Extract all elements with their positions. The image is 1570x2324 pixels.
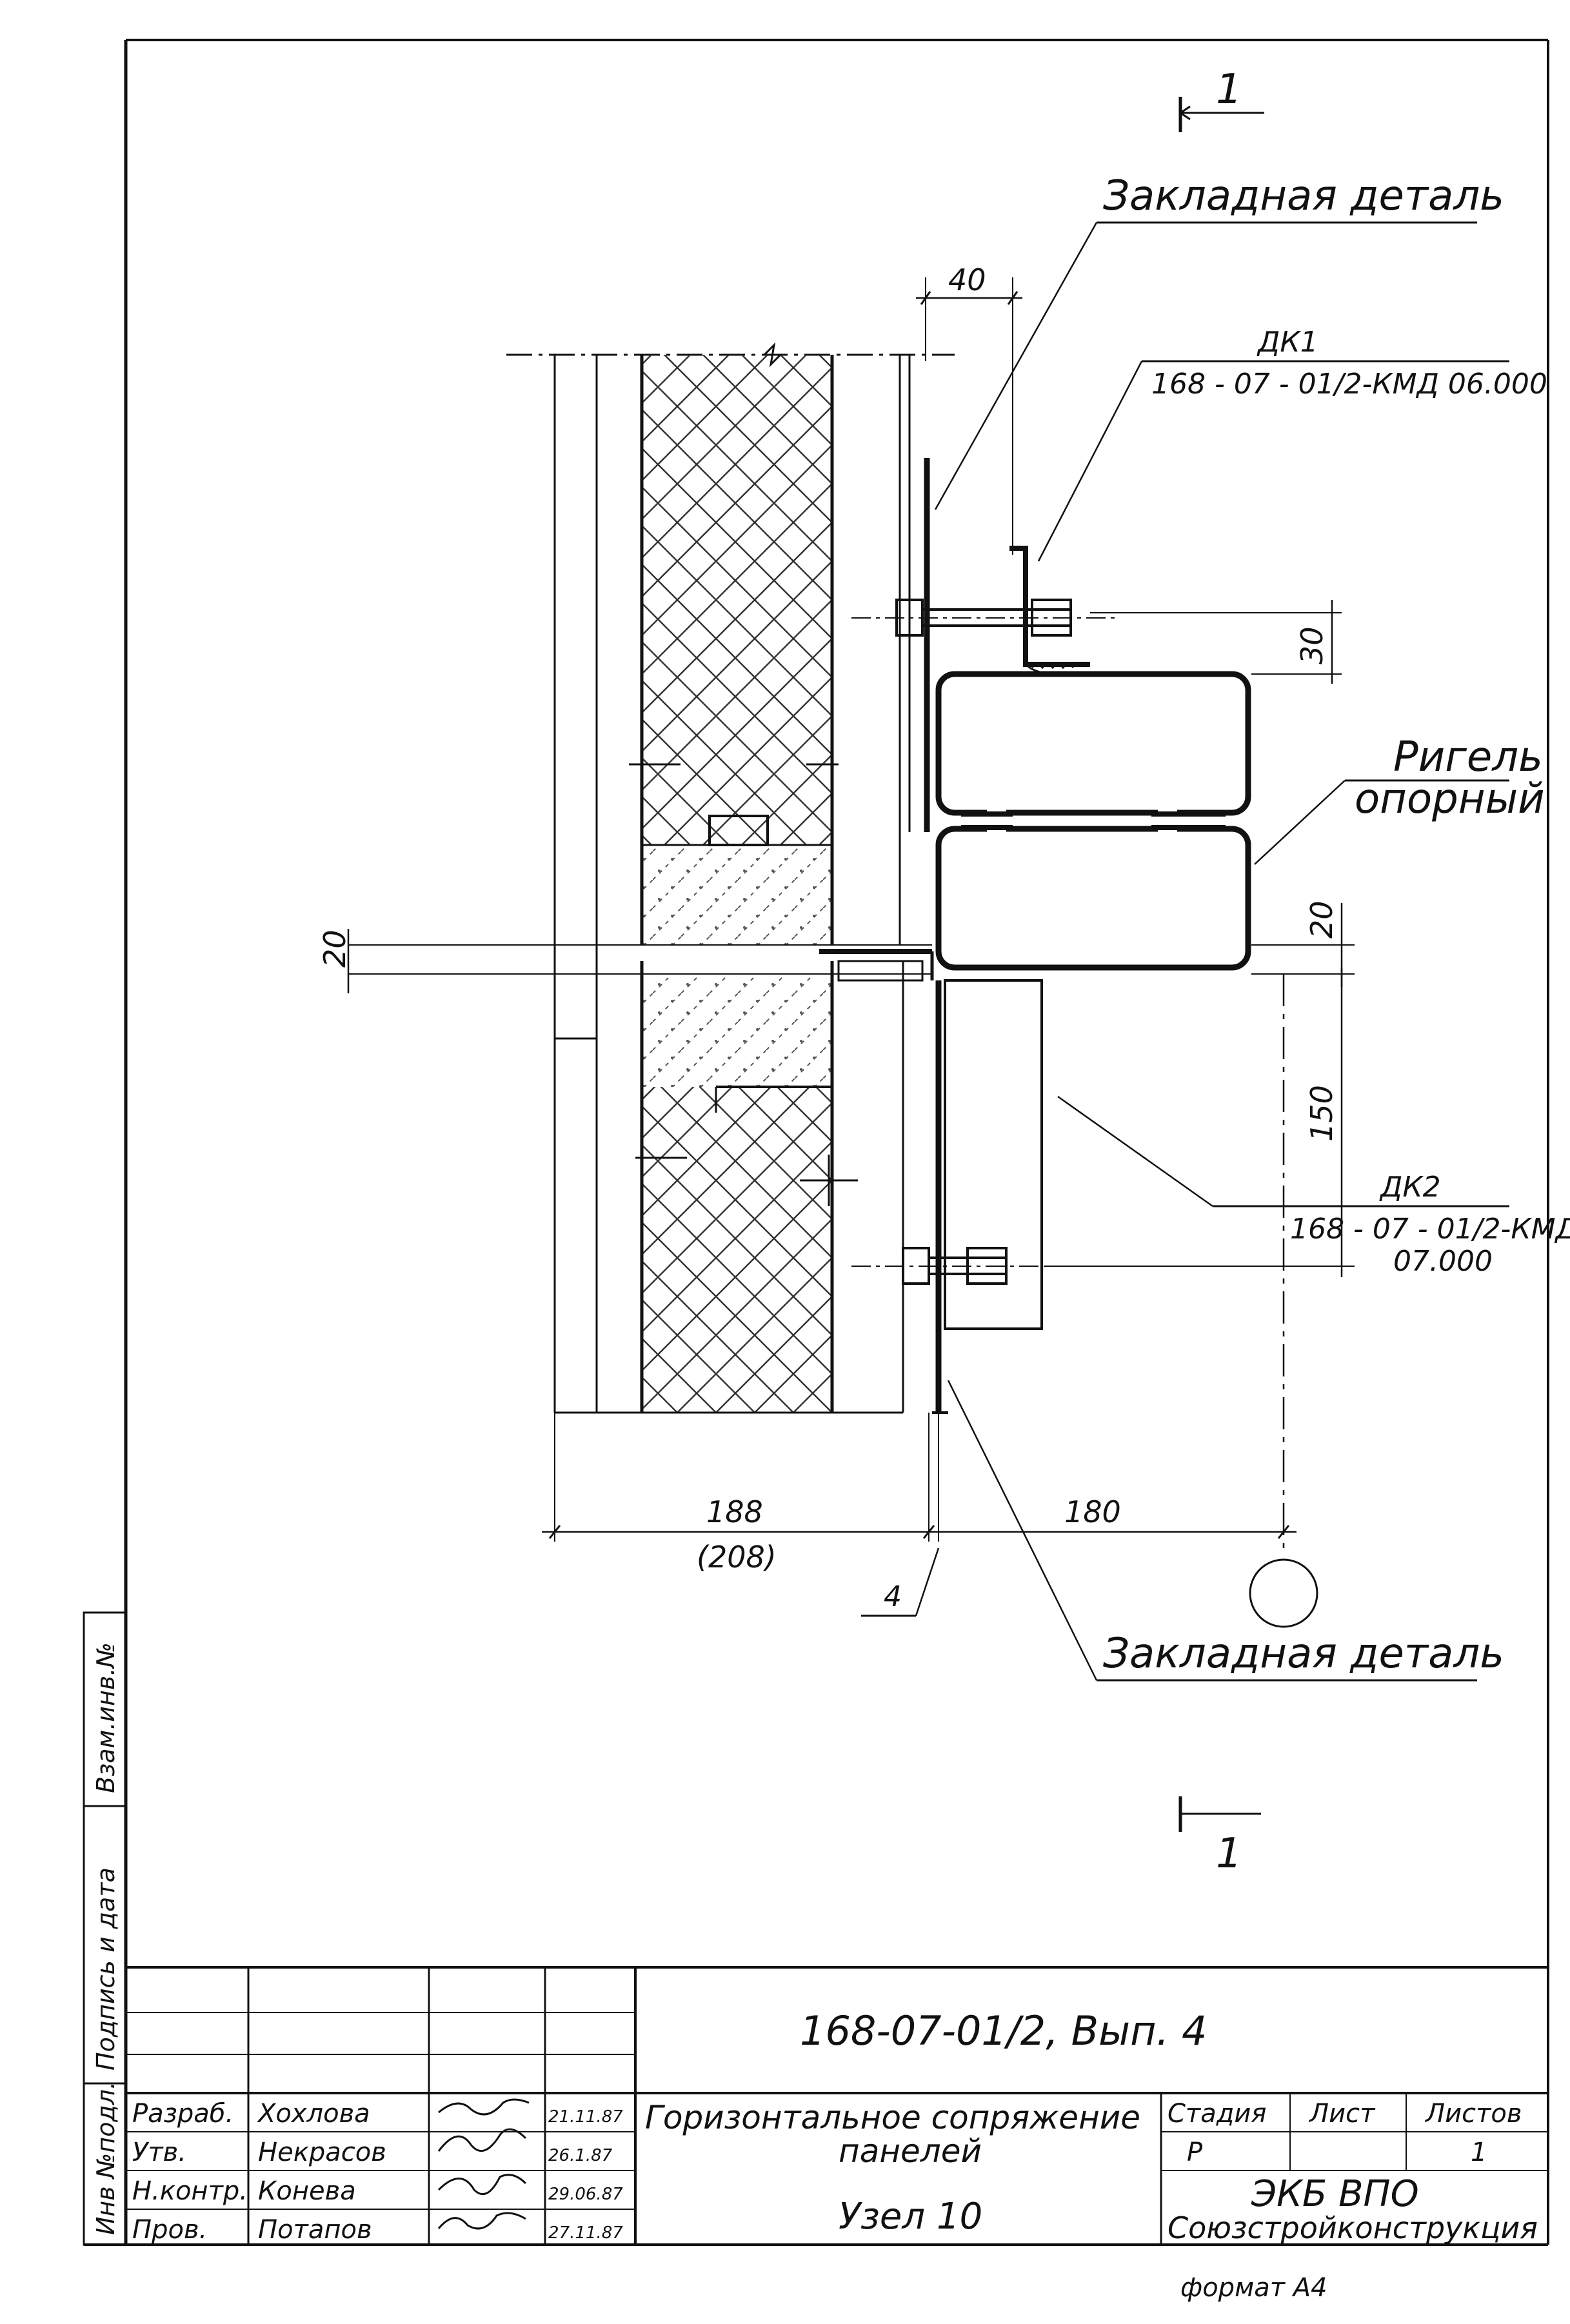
column-axis: [1249, 974, 1318, 1628]
section-label-bottom: 1: [1216, 1830, 1242, 1878]
format-label: формат А4: [1180, 2273, 1327, 2303]
handwritten-signatures: [437, 2098, 530, 2230]
label-rigel: Ригель опорный: [1254, 733, 1545, 865]
lower-wall-panel: [553, 961, 904, 1414]
section-mark-top: 1: [1178, 66, 1264, 132]
signature-row: Н.контр. Конева 29.06.87: [132, 2176, 623, 2206]
sig-date-3: 21.11.87: [548, 2107, 623, 2127]
sig-date-2: 27.11.87: [548, 2223, 623, 2243]
signature-row: Утв. Некрасов 26.1.87: [132, 2138, 613, 2167]
sig-date-0: 26.1.87: [548, 2146, 613, 2165]
sig-role-0: Утв.: [132, 2138, 186, 2167]
label-embedded-top: Закладная деталь: [934, 172, 1504, 510]
dimension-188-label: 188: [706, 1495, 763, 1529]
dimension-20-left: 20: [317, 929, 352, 993]
signature-row: Разраб. Хохлова 21.11.87: [132, 2099, 623, 2129]
side-stamp-inv-no: Инв №подл.: [92, 2081, 120, 2235]
doc-code: 168-07-01/2, Вып. 4: [800, 2007, 1207, 2054]
label-4: 4: [861, 1547, 940, 1617]
sig-name-1: Конева: [258, 2176, 356, 2206]
sig-role-3: Разраб.: [132, 2099, 234, 2129]
side-stamp-sign-date: Подпись и дата: [92, 1867, 120, 2071]
sheet-frame: [84, 39, 1549, 2246]
dimension-40-label: 40: [948, 263, 986, 297]
dimension-30: 30: [1090, 600, 1342, 684]
org-line2: Союзстройконструкция: [1168, 2210, 1538, 2245]
label-dk2-code1: 168 - 07 - 01/2-КМД: [1290, 1213, 1570, 1246]
title-block: 168-07-01/2, Вып. 4 Горизонтальное сопря…: [126, 1966, 1548, 2303]
label-dk1-title: ДК1: [1257, 326, 1318, 359]
dimension-20-left-label: 20: [317, 929, 352, 968]
bolt-upper: [851, 599, 1116, 637]
sig-date-1: 29.06.87: [548, 2185, 623, 2204]
support-rigel: [935, 671, 1251, 971]
stage-header: Стадия: [1168, 2099, 1266, 2129]
dimension-150-label: 150: [1304, 1085, 1339, 1142]
dimension-208-label: (208): [697, 1540, 777, 1574]
dimension-20-right: 20: [1251, 900, 1355, 987]
label-4-text: 4: [884, 1580, 902, 1613]
title-line2: панелей: [839, 2132, 982, 2170]
dimension-180-label: 180: [1064, 1495, 1121, 1529]
label-embedded-bottom: Закладная деталь: [947, 1380, 1504, 1682]
sheets-value: 1: [1471, 2138, 1487, 2167]
sig-name-2: Потапов: [258, 2215, 372, 2245]
label-embedded-bottom-text: Закладная деталь: [1103, 1630, 1504, 1678]
label-rigel-line2: опорный: [1355, 775, 1545, 823]
stage-value: Р: [1187, 2138, 1203, 2167]
sig-name-0: Некрасов: [258, 2138, 386, 2167]
dk1-bracket: [1009, 546, 1090, 675]
sheet-header: Лист: [1308, 2099, 1376, 2129]
dimension-150: 150: [1045, 968, 1355, 1277]
dk2-bracket: [944, 979, 1043, 1330]
upper-wall-panel: [506, 342, 955, 1040]
label-dk1: ДК1 168 - 07 - 01/2-КМД 06.000: [1037, 326, 1547, 562]
dimension-20-right-label: 20: [1304, 900, 1339, 939]
label-dk2-code2: 07.000: [1393, 1245, 1493, 1278]
dimension-188-180: 188 (208) 180: [542, 1413, 1297, 1574]
dimension-30-label: 30: [1295, 626, 1329, 664]
label-embedded-top-text: Закладная деталь: [1103, 172, 1504, 220]
label-rigel-line1: Ригель: [1393, 733, 1543, 781]
node-name: Узел 10: [839, 2196, 982, 2238]
title-line1: Горизонтальное сопряжение: [645, 2099, 1140, 2136]
panel-joint: [348, 944, 934, 982]
label-dk1-code: 168 - 07 - 01/2-КМД 06.000: [1151, 368, 1547, 401]
org-line1: ЭКБ ВПО: [1251, 2173, 1419, 2215]
label-dk2-title: ДК2: [1379, 1171, 1441, 1204]
side-stamp-vzam: Взам.инв.№: [92, 1642, 120, 1793]
side-stamp: Взам.инв.№ Подпись и дата Инв №подл.: [83, 1611, 127, 2246]
embedded-plates: [924, 458, 948, 1414]
section-label-top: 1: [1216, 66, 1242, 114]
sig-name-3: Хохлова: [257, 2099, 370, 2129]
sig-role-1: Н.контр.: [132, 2176, 248, 2206]
sig-role-2: Пров.: [132, 2215, 207, 2245]
signature-row: Пров. Потапов 27.11.87: [132, 2215, 623, 2245]
dimension-40: 40: [916, 263, 1022, 555]
label-dk2: ДК2 168 - 07 - 01/2-КМД 07.000: [1057, 1095, 1570, 1278]
sheets-header: Листов: [1424, 2099, 1522, 2129]
section-mark-bottom: 1: [1178, 1796, 1261, 1878]
